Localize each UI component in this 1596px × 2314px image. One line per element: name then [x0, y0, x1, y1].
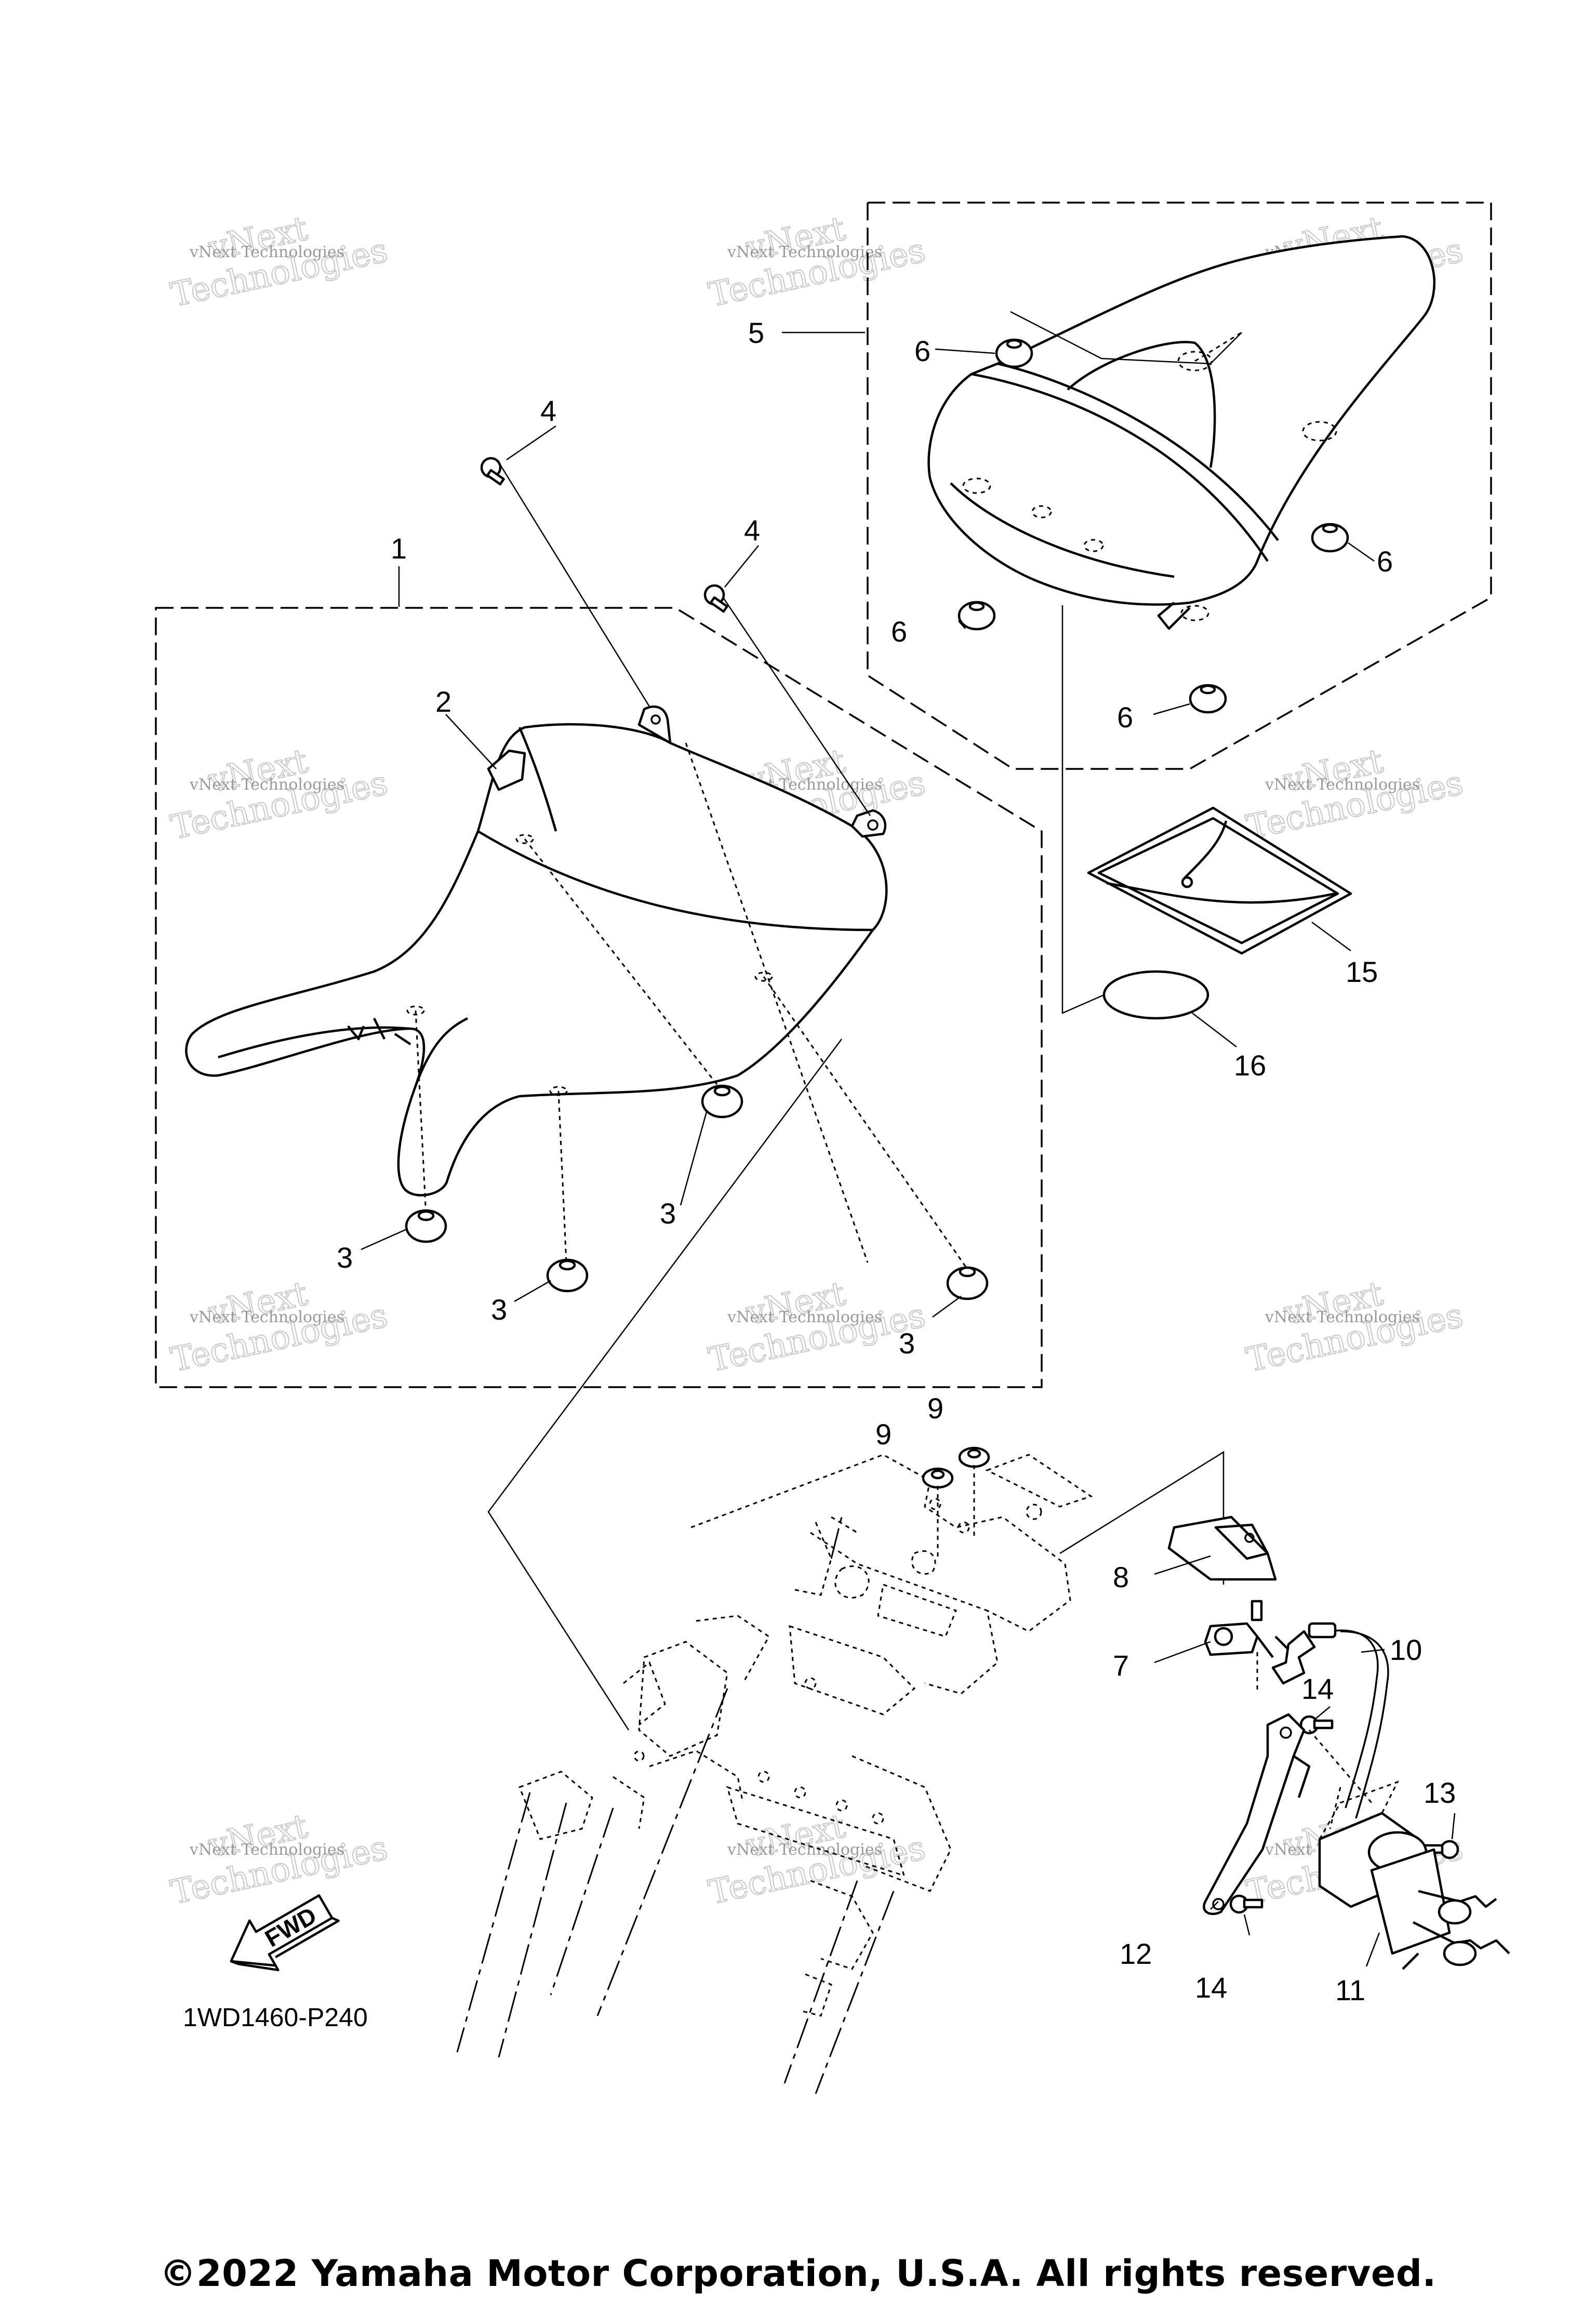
copyright-notice: ©2022 Yamaha Motor Corporation, U.S.A. A…: [159, 2252, 1437, 2295]
callout-5: 5: [748, 316, 764, 349]
hook-hole: [650, 714, 661, 725]
band: [1102, 970, 1209, 1020]
callout-12: 12: [1120, 1937, 1152, 1970]
callout-9: 9: [875, 1418, 892, 1451]
callout-6: 6: [1117, 701, 1133, 734]
callout-4: 4: [744, 514, 760, 547]
callout-4: 4: [540, 394, 556, 427]
callout-8: 8: [1113, 1561, 1129, 1593]
callout-1: 1: [391, 532, 407, 565]
hook-hole: [867, 819, 879, 831]
callout-14: 14: [1195, 1971, 1227, 2004]
hook: [1204, 1600, 1289, 1658]
svg-text:vNext Technologies: vNext Technologies: [727, 1841, 882, 1859]
screw: [1229, 1894, 1264, 1914]
bolt: [703, 584, 728, 613]
callout-13: 13: [1424, 1776, 1456, 1809]
key-icon: [1402, 1890, 1510, 1970]
damper: [957, 601, 996, 631]
callout-6: 6: [891, 615, 907, 648]
callout-leaders: [361, 331, 1456, 1967]
damper: [995, 338, 1033, 368]
watermark: vNext Technologies vNext Technologies: [705, 209, 929, 315]
damper: [701, 1084, 743, 1119]
callout-numbers: 1 2 3 3 3 3 4 4 5 6 6 6 6 7 8 9 9 10 11 …: [337, 316, 1456, 2006]
callout-6: 6: [914, 335, 930, 367]
svg-text:vNext Technologies: vNext Technologies: [1265, 776, 1420, 794]
watermark: vNext Technologies vNext Technologies: [705, 1806, 929, 1912]
callout-6: 6: [1377, 545, 1393, 578]
damper: [1189, 684, 1227, 714]
nut: [958, 1446, 990, 1468]
svg-text:vNext Technologies: vNext Technologies: [189, 1841, 344, 1859]
damper: [946, 1266, 989, 1300]
callout-10: 10: [1390, 1633, 1422, 1666]
callout-3: 3: [491, 1293, 507, 1326]
callout-3: 3: [660, 1197, 676, 1230]
svg-text:vNext Technologies: vNext Technologies: [727, 1308, 882, 1326]
callout-14: 14: [1301, 1672, 1334, 1705]
svg-text:vNext Technologies: vNext Technologies: [1265, 1308, 1420, 1326]
diagram-code: 1WD1460-P240: [183, 2003, 368, 2032]
callout-16: 16: [1234, 1049, 1266, 1082]
bracket: [1167, 1515, 1277, 1581]
callout-3: 3: [337, 1241, 353, 1274]
screw: [1299, 1715, 1334, 1735]
lock-lever: [1203, 1713, 1311, 1916]
watermark: vNext Technologies vNext Technologies: [1243, 1274, 1467, 1380]
callout-11: 11: [1335, 1974, 1365, 2006]
passenger-seat-group-box: [867, 202, 1492, 770]
svg-text:vNext Technologies: vNext Technologies: [189, 243, 344, 261]
tool-bag: [1087, 806, 1352, 955]
passenger-seat: [927, 235, 1435, 630]
watermark: vNext Technologies vNext Technologies: [167, 1806, 392, 1912]
watermark: vNext Technologies vNext Technologies: [167, 741, 392, 847]
nut: [922, 1467, 954, 1489]
seat-lock: [1308, 1730, 1451, 1955]
cable: [1308, 1622, 1389, 1819]
callout-3: 3: [899, 1327, 915, 1360]
watermark: vNext Technologies vNext Technologies: [167, 1274, 392, 1380]
callout-7: 7: [1113, 1649, 1129, 1682]
damper: [546, 1258, 589, 1293]
bolt: [480, 457, 505, 486]
svg-text:vNext Technologies: vNext Technologies: [189, 1308, 344, 1326]
damper: [405, 1209, 447, 1243]
svg-text:vNext Technologies: vNext Technologies: [727, 243, 882, 261]
callout-2: 2: [435, 685, 451, 718]
damper: [1311, 523, 1349, 553]
callout-9: 9: [927, 1392, 943, 1425]
watermark: vNext Technologies vNext Technologies: [705, 1274, 929, 1380]
callout-15: 15: [1346, 955, 1378, 988]
seat-rail-frame: [456, 1454, 1093, 2094]
svg-text:vNext Technologies: vNext Technologies: [189, 776, 344, 794]
watermark: vNext Technologies vNext Technologies: [167, 209, 392, 315]
watermark: vNext Technologies vNext Technologies: [1243, 741, 1467, 847]
